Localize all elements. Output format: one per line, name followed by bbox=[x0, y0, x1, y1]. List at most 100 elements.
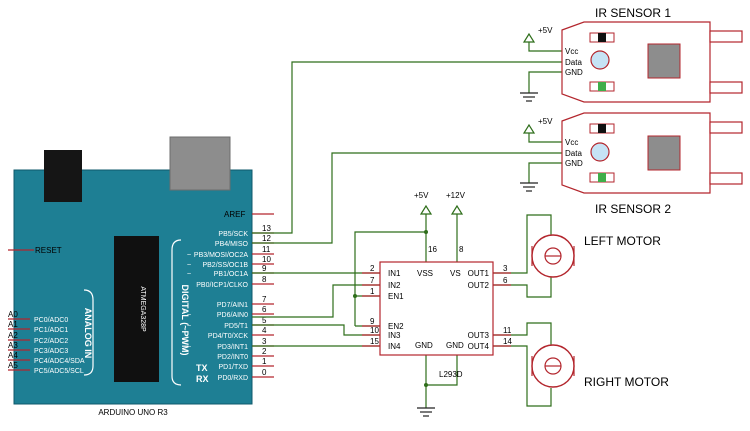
pwm-tilde: ~ bbox=[187, 312, 191, 319]
arduino-board: ATMEGA328P DIGITAL (~PWM) ANALOG IN TX R… bbox=[13, 136, 253, 417]
sensor2-potentiometer bbox=[590, 142, 610, 162]
digital-pin-name: PB2/SS/OC1B bbox=[202, 262, 248, 269]
driver-vss-pin: 16 bbox=[428, 245, 437, 254]
sensor1-data: Data bbox=[565, 58, 582, 67]
digital-pin-number: 10 bbox=[262, 255, 271, 264]
analog-bracket bbox=[83, 289, 94, 376]
digital-pin-number: 9 bbox=[262, 264, 267, 273]
digital-pin-number: 5 bbox=[262, 316, 267, 325]
sensor2-led-on bbox=[598, 173, 606, 182]
pwm-tilde: ~ bbox=[187, 262, 191, 269]
analog-pin-name: PC1/ADC1 bbox=[34, 327, 68, 334]
sensor2-emitter bbox=[709, 121, 743, 134]
sensor1-gnd: GND bbox=[565, 68, 583, 77]
driver-12v-label: +12V bbox=[446, 191, 466, 200]
wire-gnd-b bbox=[426, 355, 458, 386]
pwm-tilde: ~ bbox=[187, 323, 191, 330]
right-motor: RIGHT MOTOR bbox=[531, 344, 669, 389]
driver-right-pin-name: OUT4 bbox=[468, 342, 490, 351]
driver-left-pin-number: 15 bbox=[370, 337, 379, 346]
pwm-tilde: ~ bbox=[187, 271, 191, 278]
sensor1-potentiometer bbox=[590, 50, 610, 70]
rx-label: RX bbox=[196, 374, 209, 384]
analog-label: ANALOG IN bbox=[83, 308, 93, 359]
driver-left-pin-number: 9 bbox=[370, 317, 375, 326]
right-motor-label: RIGHT MOTOR bbox=[584, 375, 669, 389]
digital-pin-name: PB0/ICP1/CLKO bbox=[196, 282, 248, 289]
driver-left-pin-number: 2 bbox=[370, 264, 375, 273]
driver-vs-pin: 8 bbox=[459, 245, 464, 254]
ir-sensor-2-title: IR SENSOR 2 bbox=[595, 202, 671, 216]
driver-left-pin-name: IN2 bbox=[388, 281, 401, 290]
sensor1-emitter bbox=[709, 30, 743, 43]
ground-icon bbox=[417, 407, 435, 417]
driver-gnd-label-2: GND bbox=[446, 341, 464, 350]
wire-out4-right-motor bbox=[493, 345, 552, 407]
wire-out2-left-motor bbox=[493, 277, 552, 298]
analog-pin-id: A3 bbox=[8, 341, 18, 350]
driver-left-pin-name: IN4 bbox=[388, 342, 401, 351]
sensor1-led-on bbox=[598, 82, 606, 91]
ir-sensor-2: Vcc Data GND IR SENSOR 2 bbox=[561, 112, 743, 216]
pwm-tilde: ~ bbox=[187, 344, 191, 351]
wire-pin13-sensor1-data bbox=[252, 61, 562, 234]
digital-pin-name: PD6/AIN0 bbox=[217, 312, 248, 319]
driver-5v-label: +5V bbox=[414, 191, 429, 200]
digital-pin-number: 1 bbox=[262, 357, 267, 366]
driver-pins: 2IN17IN21EN19EN210IN315IN43OUT16OUT211OU… bbox=[362, 264, 512, 351]
wire-sensor1-gnd bbox=[528, 71, 562, 93]
wire-pin6-in2 bbox=[252, 284, 380, 318]
chip-pins bbox=[106, 240, 114, 379]
power-jack bbox=[44, 150, 82, 202]
analog-pins: A0PC0/ADC0A1PC1/ADC1A2PC2/ADC2A3PC3/ADC3… bbox=[8, 310, 85, 375]
analog-pin-id: A0 bbox=[8, 310, 18, 319]
sensor2-supply: +5V bbox=[538, 117, 553, 126]
wire-pin12-sensor2-data bbox=[252, 152, 562, 244]
driver-left-pin-number: 7 bbox=[370, 276, 375, 285]
sensor1-ic bbox=[647, 43, 681, 79]
sensor1-led-off bbox=[598, 33, 606, 42]
power-symbols: +5V +5V +5V +12V bbox=[414, 26, 553, 215]
sensor2-body bbox=[561, 112, 711, 194]
digital-pin-number: 7 bbox=[262, 295, 267, 304]
driver-right-pin-number: 14 bbox=[503, 337, 512, 346]
driver-right-pin-number: 3 bbox=[503, 264, 508, 273]
driver-gnd-label-1: GND bbox=[415, 341, 433, 350]
analog-pin-id: A2 bbox=[8, 331, 18, 340]
left-motor: LEFT MOTOR bbox=[531, 234, 661, 278]
digital-pin-number: 12 bbox=[262, 234, 271, 243]
driver-body bbox=[379, 261, 494, 356]
analog-pin-name: PC0/ADC0 bbox=[34, 317, 68, 324]
sensor2-gnd: GND bbox=[565, 159, 583, 168]
digital-pin-number: 2 bbox=[262, 347, 267, 356]
digital-pin-number: 4 bbox=[262, 326, 267, 335]
driver-right-pin-name: OUT2 bbox=[468, 281, 490, 290]
digital-pin-name: PB1/OC1A bbox=[214, 271, 249, 278]
tx-label: TX bbox=[196, 363, 208, 373]
digital-pin-number: 13 bbox=[262, 224, 271, 233]
aref-label: AREF bbox=[224, 210, 245, 219]
sensor2-power-arrow bbox=[522, 123, 536, 134]
wire-sensor2-gnd bbox=[528, 162, 562, 183]
digital-pin-name: PB3/MOSI/OC2A bbox=[194, 252, 248, 259]
wire-out3-right-motor bbox=[493, 322, 552, 345]
driver-vss-label: VSS bbox=[417, 269, 433, 278]
digital-pin-name: PD7/AIN1 bbox=[217, 302, 248, 309]
driver-left-pin-name: IN3 bbox=[388, 331, 401, 340]
sensor1-body bbox=[561, 21, 711, 103]
ground-symbols bbox=[417, 92, 538, 417]
junction-dot bbox=[353, 294, 357, 298]
left-motor-label: LEFT MOTOR bbox=[584, 234, 661, 248]
ir-sensor-1-title: IR SENSOR 1 bbox=[595, 6, 671, 20]
driver-right-pin-name: OUT3 bbox=[468, 331, 490, 340]
usb-connector bbox=[169, 136, 231, 191]
board-title: ARDUINO UNO R3 bbox=[98, 408, 168, 417]
digital-pin-name: PD5/T1 bbox=[224, 323, 248, 330]
wire-out1-left-motor bbox=[493, 214, 552, 274]
sensor1-receiver bbox=[709, 81, 743, 94]
analog-pin-name: PC3/ADC3 bbox=[34, 348, 68, 355]
driver-right-pin-number: 11 bbox=[503, 326, 512, 335]
digital-pin-name: PD3/INT1 bbox=[217, 344, 248, 351]
